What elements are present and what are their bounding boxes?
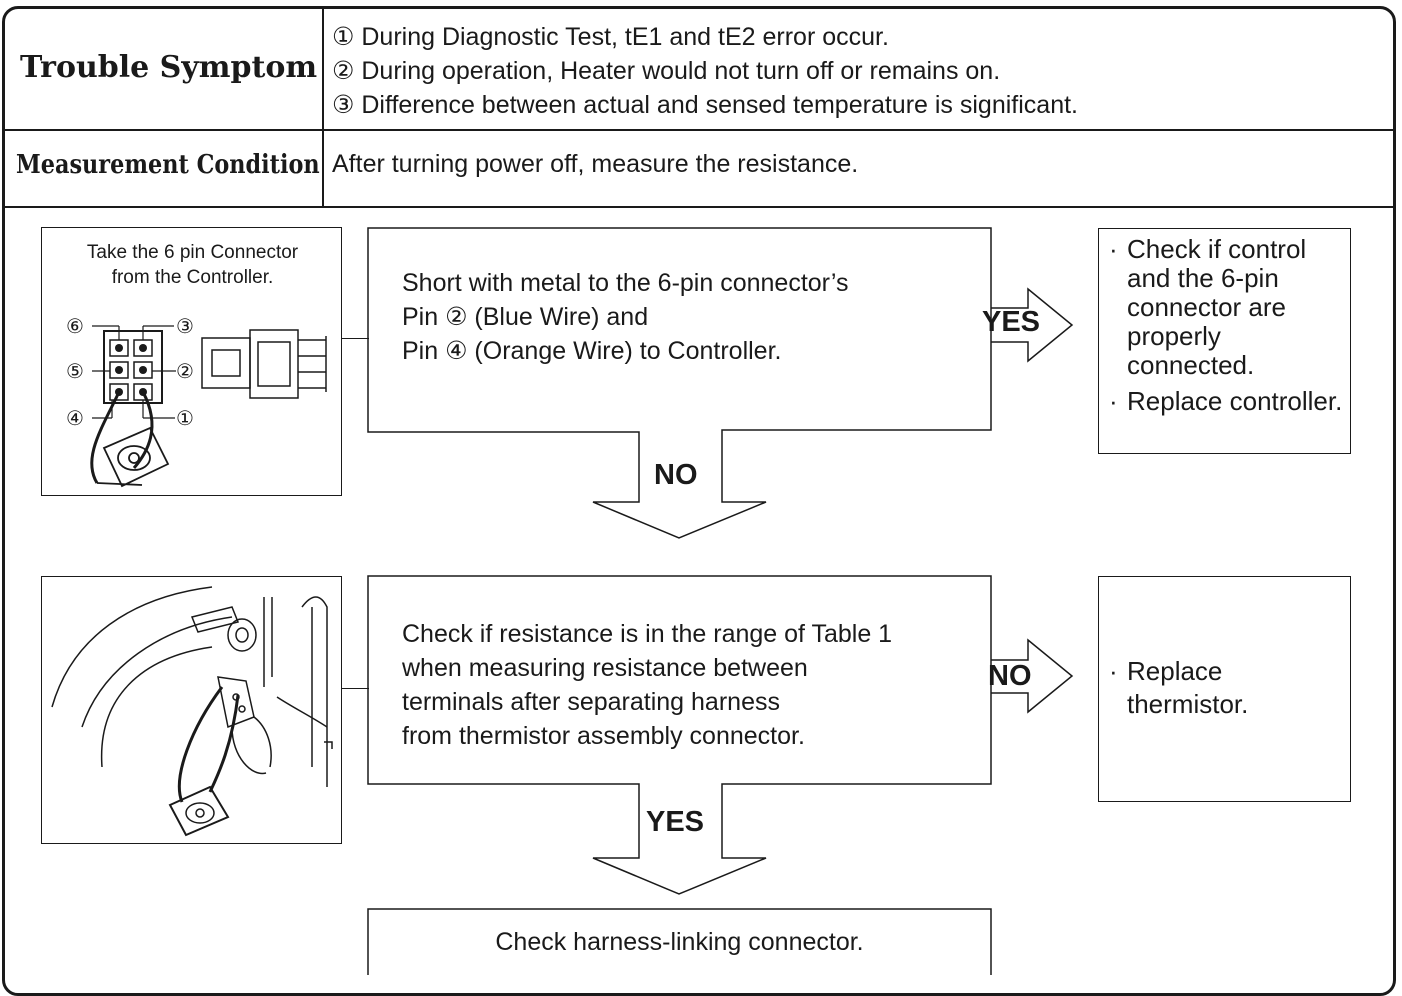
step3-instruction: Check harness-linking connector. <box>495 928 864 956</box>
header-divider-1 <box>3 129 1396 131</box>
connector-line-2 <box>342 688 369 689</box>
step1-yes-label: YES <box>982 306 1041 338</box>
symptom-list: ① During Diagnostic Test, tE1 and tE2 er… <box>332 20 1078 122</box>
step2-instruction-line-1: Check if resistance is in the range of T… <box>402 620 893 648</box>
figure-caption-line-1: Take the 6 pin Connector <box>86 242 299 263</box>
step1-result-2-text: Replace controller. <box>1127 386 1343 416</box>
step2-result-1: · Replace thermistor. <box>1109 655 1344 721</box>
thermistor-illustration <box>51 586 333 837</box>
connector-line-1 <box>342 338 369 339</box>
pin-label-5: ⑤ <box>66 359 84 383</box>
figure-caption-line-2: from the Controller. <box>111 267 274 288</box>
step2-instruction-line-2: when measuring resistance between <box>402 654 808 682</box>
step1-instruction-line-3: Pin ④ (Orange Wire) to Controller. <box>402 337 782 365</box>
step1-result-1: · Check if control and the 6-pin connect… <box>1109 235 1344 380</box>
step2-instruction-line-3: terminals after separating harness <box>402 688 780 716</box>
step2-result-1-text: Replace thermistor. <box>1127 656 1249 719</box>
step1-result-box: · Check if control and the 6-pin connect… <box>1098 228 1351 454</box>
step2-instruction: Check if resistance is in the range of T… <box>402 617 892 753</box>
pin-label-2: ② <box>176 359 194 383</box>
pin-label-1: ① <box>176 406 194 430</box>
step2-instruction-line-4: from thermistor assembly connector. <box>402 722 805 750</box>
header-column-divider <box>322 8 324 207</box>
measurement-condition-text: After turning power off, measure the res… <box>332 150 859 178</box>
pin-label-3: ③ <box>176 314 194 338</box>
step2-result-box: · Replace thermistor. <box>1098 576 1351 802</box>
figure-caption: Take the 6 pin Connector from the Contro… <box>42 240 343 290</box>
thermistor-figure <box>41 576 342 844</box>
step1-result-2: · Replace controller. <box>1109 386 1343 416</box>
step2-no-label: NO <box>988 660 1032 692</box>
connector-illustration: ⑥ ③ ⑤ ② ④ ① <box>66 314 327 488</box>
connector-figure: Take the 6 pin Connector from the Contro… <box>41 227 342 496</box>
step2-yes-label: YES <box>646 806 705 838</box>
step1-no-label: NO <box>654 459 698 491</box>
symptom-1: ① During Diagnostic Test, tE1 and tE2 er… <box>332 23 889 51</box>
step1-instruction-line-2: Pin ② (Blue Wire) and <box>402 303 649 331</box>
header-divider-2 <box>3 206 1396 208</box>
symptom-2: ② During operation, Heater would not tur… <box>332 57 1001 85</box>
step1-instruction: Short with metal to the 6-pin connector’… <box>402 266 849 368</box>
pin-label-6: ⑥ <box>66 314 84 338</box>
step1-instruction-line-1: Short with metal to the 6-pin connector’… <box>402 269 849 297</box>
trouble-symptom-label: Trouble Symptom <box>20 50 318 85</box>
pin-label-4: ④ <box>66 406 84 430</box>
step1-result-1-text: Check if control and the 6-pin connector… <box>1127 234 1307 380</box>
measurement-condition-label: Measurement Condition <box>16 150 320 180</box>
symptom-3: ③ Difference between actual and sensed t… <box>332 91 1078 119</box>
